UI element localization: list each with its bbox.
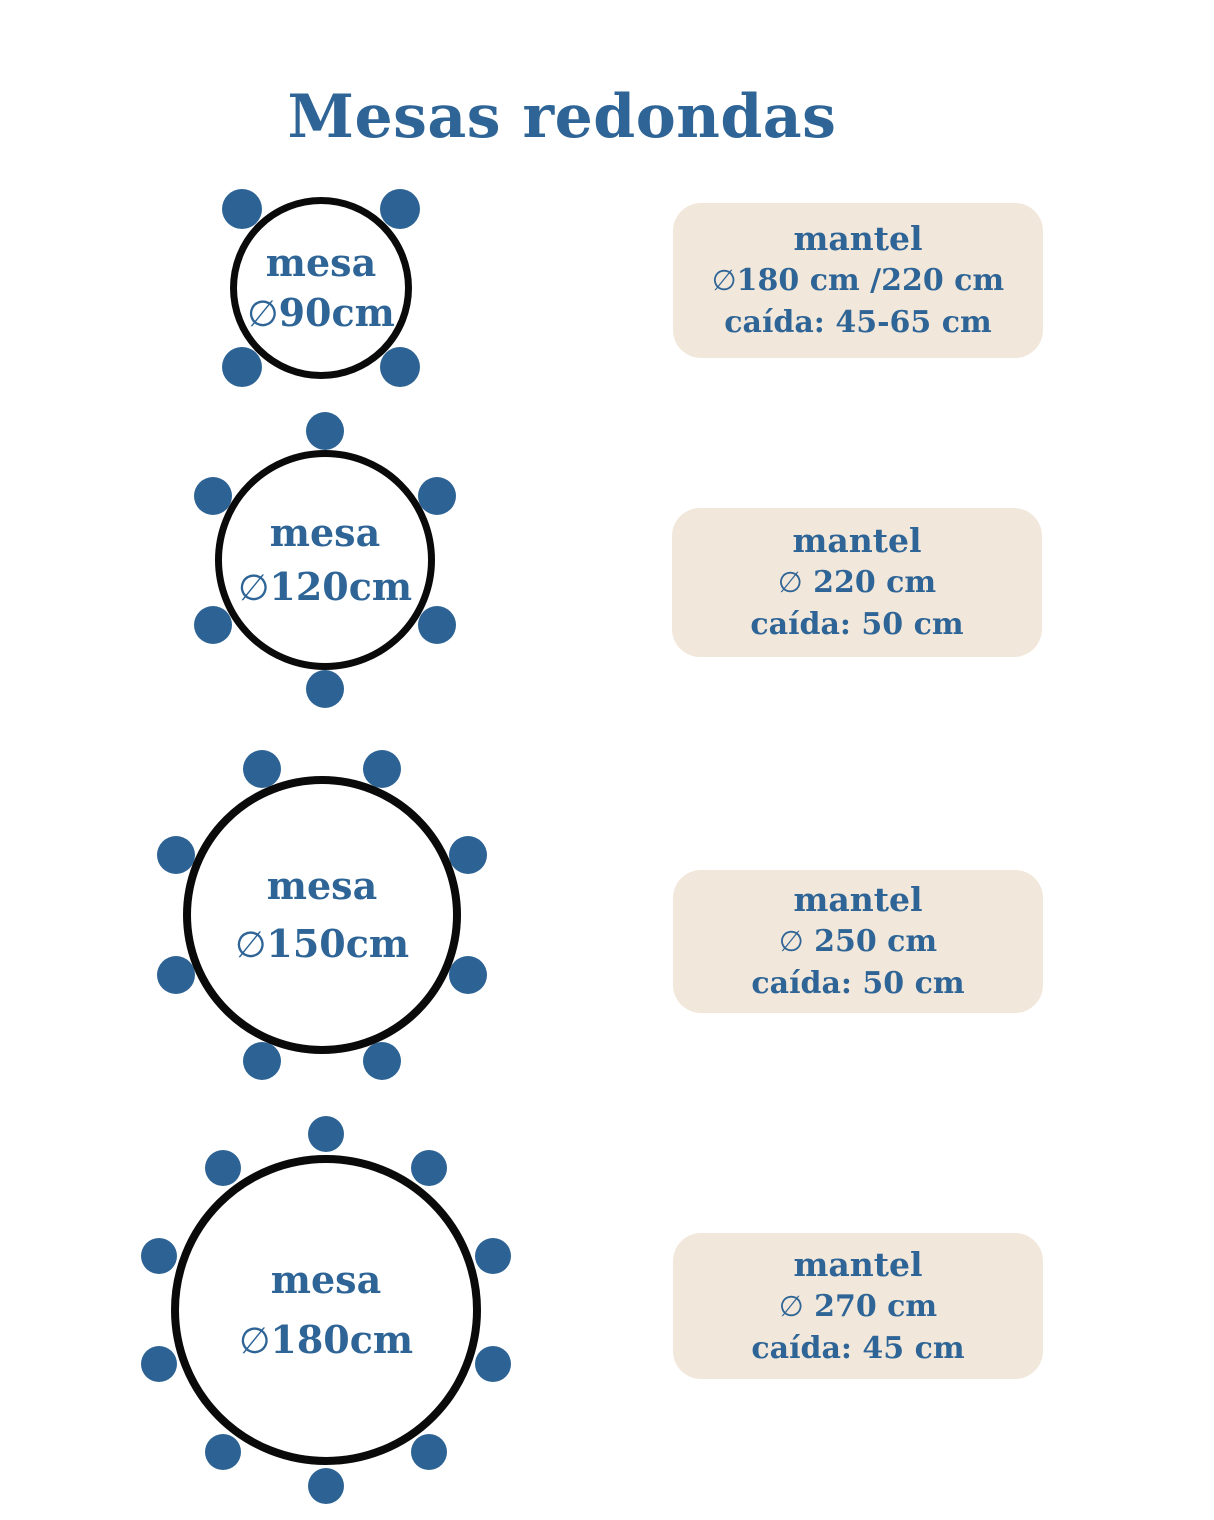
mantel-title: mantel xyxy=(793,219,923,258)
diameter-symbol: ∅ xyxy=(777,566,803,599)
chair-dot xyxy=(308,1468,344,1504)
chair-dot xyxy=(194,605,233,644)
chair-dot xyxy=(363,1041,402,1080)
diameter-symbol: ∅ xyxy=(711,264,737,297)
page-title: Mesas redondas xyxy=(287,82,837,152)
chair-dot xyxy=(363,750,402,789)
diameter-symbol: ∅ xyxy=(778,1289,804,1323)
chair-dot xyxy=(411,1434,448,1471)
mantel-title: mantel xyxy=(792,521,922,560)
diameter-value: 90cm xyxy=(278,289,395,335)
mantel-diameter: ∅ 220 cm xyxy=(778,566,936,599)
mantel-card-120cm: mantel ∅ 220 cm caída: 50 cm xyxy=(672,508,1042,657)
mantel-diameter-value: 220 cm xyxy=(802,565,937,600)
mantel-title: mantel xyxy=(793,880,923,919)
chair-dot xyxy=(140,1346,177,1383)
chair-dot xyxy=(204,1434,241,1471)
table-label: mesa xyxy=(270,1256,382,1302)
chair-dot xyxy=(411,1149,448,1186)
mantel-diameter: ∅ 250 cm xyxy=(779,925,937,958)
chair-dot xyxy=(380,188,421,229)
table-diameter-label: ∅180cm xyxy=(238,1319,413,1362)
mantel-caida: caída: 50 cm xyxy=(751,966,965,1001)
table-circle-150cm: mesa ∅150cm xyxy=(183,776,461,1054)
table-label: mesa xyxy=(266,862,378,908)
table-circle-120cm: mesa ∅120cm xyxy=(215,450,435,670)
mantel-diameter-value: 270 cm xyxy=(803,1288,938,1324)
chair-dot xyxy=(417,605,456,644)
mantel-diameter-value: 180 cm /220 cm xyxy=(736,263,1005,298)
chair-dot xyxy=(140,1237,177,1274)
chair-dot xyxy=(448,835,487,874)
mantel-caida: caída: 45-65 cm xyxy=(724,305,992,340)
diameter-value: 150cm xyxy=(266,920,410,966)
mantel-title: mantel xyxy=(793,1244,923,1284)
diameter-symbol: ∅ xyxy=(234,923,267,966)
chair-dot xyxy=(242,1041,281,1080)
mantel-caida: caída: 50 cm xyxy=(750,607,964,642)
chair-dot xyxy=(417,476,456,515)
mantel-card-150cm: mantel ∅ 250 cm caída: 50 cm xyxy=(673,870,1043,1013)
chair-dot xyxy=(221,347,262,388)
chair-dot xyxy=(306,670,344,708)
chair-dot xyxy=(308,1116,344,1152)
table-diameter-label: ∅120cm xyxy=(237,566,412,609)
diameter-value: 120cm xyxy=(269,563,413,609)
table-label: mesa xyxy=(265,239,377,285)
chair-dot xyxy=(448,956,487,995)
table-label: mesa xyxy=(269,509,381,555)
diameter-symbol: ∅ xyxy=(778,925,804,958)
chair-dot xyxy=(306,412,344,450)
chair-dot xyxy=(221,188,262,229)
chair-dot xyxy=(242,750,281,789)
table-circle-180cm: mesa ∅180cm xyxy=(171,1155,481,1465)
diameter-symbol: ∅ xyxy=(247,292,279,335)
table-circle-90cm: mesa ∅90cm xyxy=(230,197,412,379)
mantel-card-180cm: mantel ∅ 270 cm caída: 45 cm xyxy=(673,1233,1043,1379)
mantel-caida: caída: 45 cm xyxy=(751,1330,965,1366)
diameter-symbol: ∅ xyxy=(237,566,270,609)
table-diameter-label: ∅90cm xyxy=(247,292,395,335)
chair-dot xyxy=(475,1346,512,1383)
chair-dot xyxy=(157,835,196,874)
chair-dot xyxy=(157,956,196,995)
mantel-diameter-value: 250 cm xyxy=(803,924,938,959)
diameter-value: 180cm xyxy=(270,1316,414,1362)
mantel-card-90cm: mantel ∅180 cm /220 cm caída: 45-65 cm xyxy=(673,203,1043,358)
diameter-symbol: ∅ xyxy=(238,1319,271,1362)
mantel-diameter: ∅ 270 cm xyxy=(779,1290,937,1323)
table-diameter-label: ∅150cm xyxy=(234,923,409,966)
chair-dot xyxy=(475,1237,512,1274)
chair-dot xyxy=(204,1149,241,1186)
chair-dot xyxy=(194,476,233,515)
mantel-diameter: ∅180 cm /220 cm xyxy=(712,264,1004,297)
chair-dot xyxy=(380,347,421,388)
